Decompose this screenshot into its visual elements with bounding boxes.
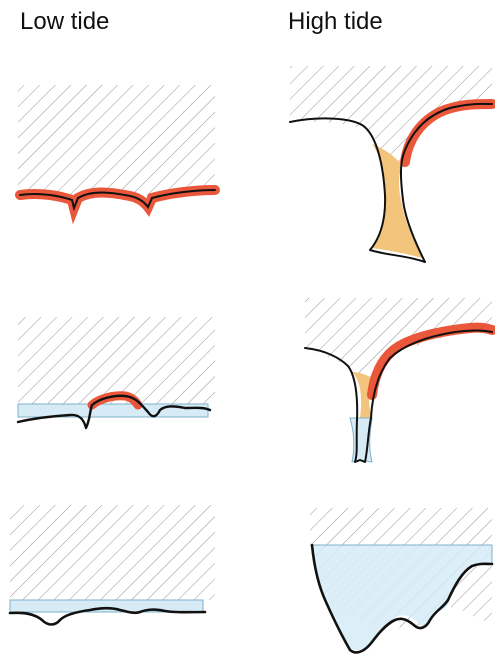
sunlit-surface <box>20 190 215 208</box>
panel-top-right <box>290 66 492 262</box>
water <box>10 600 203 612</box>
panel-middle-right <box>305 298 492 462</box>
panel-middle-left <box>18 317 215 428</box>
panel-bottom-left <box>10 505 215 625</box>
panel-bottom-right <box>310 508 492 652</box>
panel-top-left <box>18 85 215 208</box>
hatch-area <box>10 505 215 600</box>
hatch-area <box>18 85 215 197</box>
